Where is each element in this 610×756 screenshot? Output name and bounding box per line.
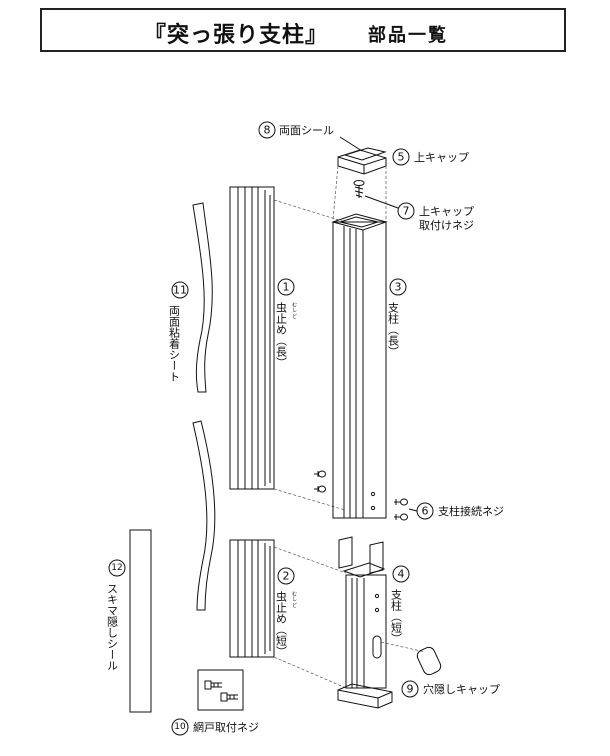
- svg-text:8: 8: [264, 124, 271, 137]
- svg-text:両面粘着シート: 両面粘着シート: [168, 305, 181, 382]
- label-post-short: 4 支柱（短）: [390, 565, 410, 644]
- svg-text:12: 12: [111, 563, 122, 573]
- post-short-illustration: [337, 536, 393, 709]
- label-hole-cover-cap: 9 穴隠しキャップ: [401, 680, 500, 698]
- svg-text:両面シール: 両面シール: [279, 124, 334, 137]
- svg-text:網戸取付ネジ: 網戸取付ネジ: [193, 720, 259, 734]
- label-top-cap: 5 上キャップ: [392, 148, 469, 166]
- svg-text:1: 1: [283, 281, 290, 294]
- svg-text:上キャップ: 上キャップ: [414, 151, 469, 164]
- svg-text:スキマ隠しシール: スキマ隠しシール: [106, 583, 119, 671]
- svg-text:穴隠しキャップ: 穴隠しキャップ: [423, 682, 500, 696]
- svg-text:5: 5: [398, 151, 405, 164]
- screen-screws-illustration: [197, 669, 244, 711]
- hole-cover-cap-illustration: [380, 641, 442, 676]
- label-double-sided-sheet: 11 両面粘着シート: [168, 281, 189, 382]
- gap-seal-illustration: [129, 529, 152, 713]
- label-insect-guard-long: 1 虫止め（長） むし ど: [275, 278, 297, 368]
- label-top-cap-screw: 7 上キャップ 取付けネジ: [364, 195, 474, 232]
- page-subtitle: 部品一覧: [368, 25, 448, 46]
- svg-text:支柱接続ネジ: 支柱接続ネジ: [438, 504, 504, 518]
- svg-text:支柱（長）: 支柱（長）: [387, 302, 400, 357]
- double-sided-sheet-illustration: [192, 202, 216, 611]
- svg-text:虫止め（短）: 虫止め（短）: [275, 591, 288, 657]
- page-title: 『突っ張り支柱』: [144, 23, 329, 48]
- label-double-seal: 8 両面シール: [258, 121, 363, 152]
- post-long-illustration: [331, 213, 388, 519]
- svg-text:10: 10: [174, 722, 186, 732]
- svg-text:虫止め（長）: 虫止め（長）: [275, 302, 288, 368]
- insect-guard-long-illustration: [229, 186, 275, 490]
- svg-text:上キャップ: 上キャップ: [419, 205, 474, 218]
- label-gap-seal: 12 スキマ隠しシール: [106, 559, 126, 671]
- svg-text:11: 11: [173, 284, 187, 297]
- svg-text:取付けネジ: 取付けネジ: [419, 219, 474, 232]
- svg-text:むし ど: むし ど: [291, 591, 297, 608]
- svg-text:7: 7: [403, 205, 410, 218]
- insect-guard-short-illustration: [229, 539, 275, 658]
- top-cap-screw-illustration: [353, 180, 365, 198]
- double-seal-illustration: [343, 147, 387, 161]
- svg-text:2: 2: [283, 570, 290, 583]
- label-connection-screws: 6 支柱接続ネジ: [408, 502, 504, 520]
- svg-text:むし ど: むし ど: [291, 302, 297, 319]
- svg-text:6: 6: [422, 505, 429, 518]
- svg-text:4: 4: [398, 568, 405, 581]
- connection-screws-illustration: [314, 470, 408, 521]
- label-screen-screws: 10 網戸取付ネジ: [171, 718, 259, 736]
- svg-text:支柱（短）: 支柱（短）: [390, 589, 403, 644]
- title-box: 『突っ張り支柱』 部品一覧: [40, 8, 566, 52]
- svg-text:3: 3: [395, 281, 402, 294]
- top-cap-illustration: [337, 149, 387, 175]
- svg-text:9: 9: [407, 683, 414, 696]
- label-insect-guard-short: 2 虫止め（短） むし ど: [275, 567, 297, 657]
- label-post-long: 3 支柱（長）: [387, 278, 407, 357]
